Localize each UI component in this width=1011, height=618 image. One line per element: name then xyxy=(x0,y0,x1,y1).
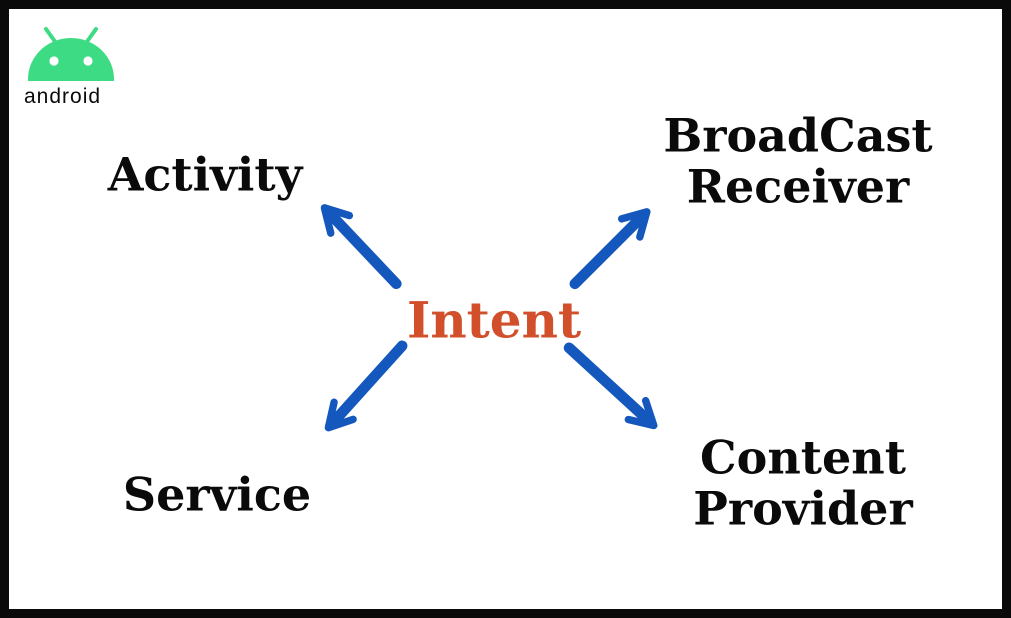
node-broadcast-receiver-line1: BroadCast xyxy=(663,108,933,163)
robot-eye-left xyxy=(49,56,59,66)
arrow-to-service xyxy=(324,340,408,432)
arrow-to-content-provider xyxy=(563,342,658,430)
node-broadcast-receiver: BroadCast Receiver xyxy=(663,110,932,211)
node-activity-label: Activity xyxy=(107,147,303,202)
node-content-provider-line2: Provider xyxy=(693,481,913,535)
android-robot-icon xyxy=(28,27,114,81)
arrow-to-broadcast-receiver xyxy=(569,208,651,290)
robot-eye-right xyxy=(83,56,93,66)
android-wordmark: android xyxy=(24,85,102,108)
node-service: Service xyxy=(123,470,311,521)
node-activity: Activity xyxy=(108,150,303,201)
node-intent: Intent xyxy=(406,290,582,350)
arrow-to-activity xyxy=(320,204,402,290)
android-logo: android xyxy=(23,23,123,107)
node-broadcast-receiver-line2: Receiver xyxy=(686,159,910,213)
node-content-provider-line1: Content xyxy=(700,430,906,485)
node-service-label: Service xyxy=(122,467,312,522)
node-content-provider: Content Provider xyxy=(693,432,912,533)
